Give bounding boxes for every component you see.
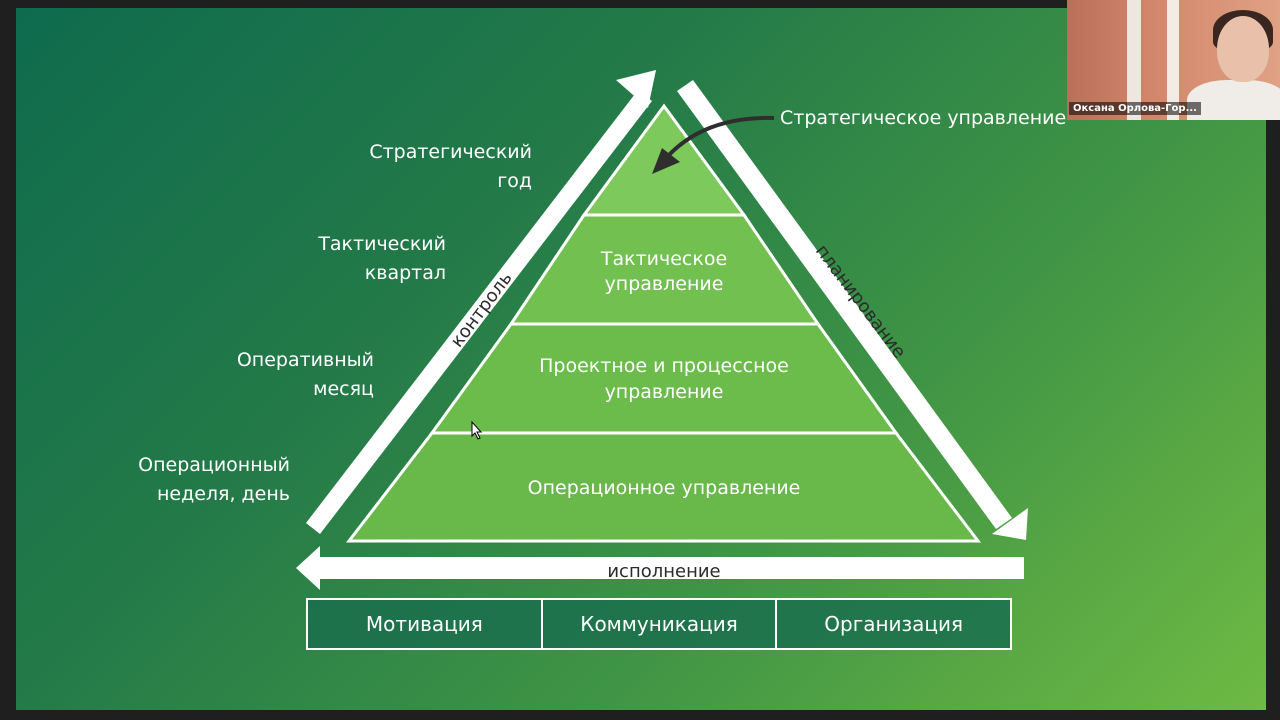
participant-body — [1187, 80, 1280, 120]
pyramid-tier-project — [429, 322, 899, 435]
callout-arrow — [652, 115, 775, 174]
participant-avatar — [1217, 16, 1269, 82]
label-month: месяц — [313, 378, 374, 400]
label-strategic-year: Стратегический год — [369, 138, 532, 196]
tier-tactical-line2: управление — [605, 273, 724, 295]
participant-name-label: Оксана Орлова-Гор... — [1069, 102, 1201, 115]
bottom-boxes: Мотивация Коммуникация Организация — [306, 598, 1012, 650]
label-year: год — [497, 170, 532, 192]
pyramid-diagram: контроль планирование исполнение Тактиче… — [296, 70, 1066, 590]
execution-arrow: исполнение — [296, 546, 1024, 590]
label-operational: Операционный — [138, 454, 290, 476]
label-operational-week-day: Операционный неделя, день — [138, 451, 290, 509]
strategic-management-callout: Стратегическое управление — [780, 107, 1066, 129]
pyramid-tier-operational — [345, 431, 982, 543]
box-organization: Организация — [777, 600, 1011, 648]
label-strategic: Стратегический — [369, 141, 532, 163]
box-motivation: Мотивация — [308, 600, 543, 648]
participant-video-tile[interactable]: Оксана Орлова-Гор... — [1067, 0, 1280, 120]
tier-project-line1: Проектное и процессное — [539, 355, 789, 377]
label-operative-month: Оперативный месяц — [237, 346, 374, 404]
box-communication: Коммуникация — [542, 600, 778, 648]
tier-operational-line1: Операционное управление — [528, 477, 801, 499]
tier-tactical-line1: Тактическое — [600, 248, 727, 270]
mouse-cursor-icon — [471, 420, 483, 440]
execution-arrow-label: исполнение — [607, 561, 720, 582]
label-tactical: Тактический — [318, 233, 446, 255]
label-operative: Оперативный — [236, 349, 374, 371]
label-week-day: неделя, день — [156, 483, 290, 505]
label-quarter: квартал — [364, 262, 446, 284]
tier-project-line2: управление — [605, 381, 724, 403]
presentation-slide: контроль планирование исполнение Тактиче… — [16, 8, 1266, 710]
label-tactical-quarter: Тактический квартал — [318, 230, 446, 288]
